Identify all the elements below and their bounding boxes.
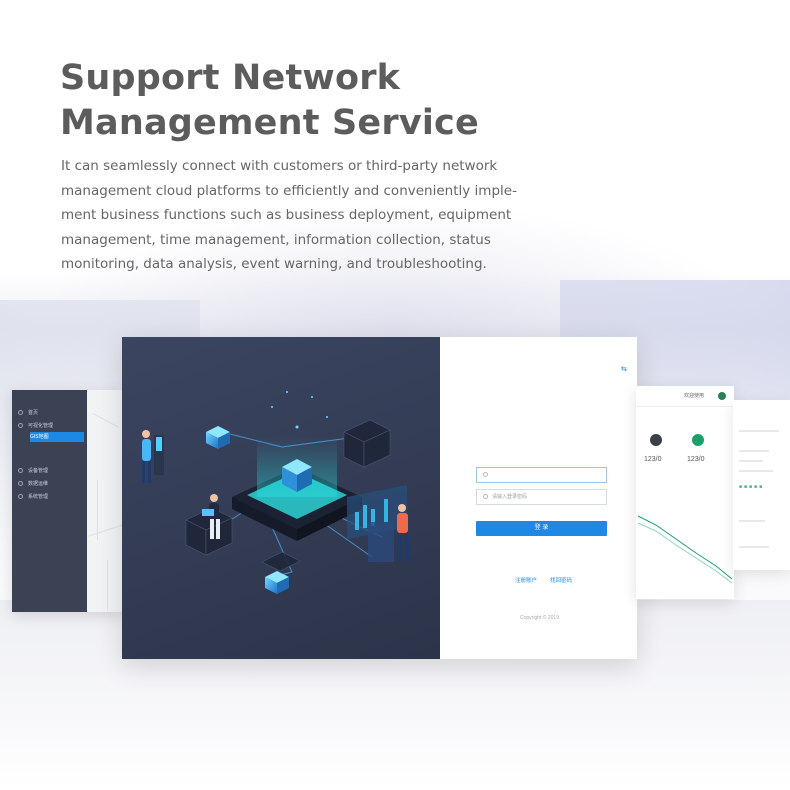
sidebar-item-gis[interactable]: GIS地图 xyxy=(30,432,84,442)
network-illustration xyxy=(122,337,440,659)
sidebar-item-home[interactable]: 首页 xyxy=(18,408,84,418)
placeholder-line xyxy=(739,430,779,432)
person-figure-center xyxy=(202,494,220,539)
gear-icon xyxy=(18,494,23,500)
map-road xyxy=(107,560,108,610)
trend-line-1 xyxy=(637,515,733,580)
copyright-text: Copyright © 2019 xyxy=(520,615,559,621)
left-screen-panel: 首页 可视化管理 GIS地图 设备管理 数据运维 系统管理 xyxy=(12,390,124,612)
dashboard-header-label: 欢迎使用 xyxy=(684,393,705,399)
eye-icon xyxy=(18,423,23,429)
sidebar: 首页 可视化管理 GIS地图 设备管理 数据运维 系统管理 xyxy=(12,390,87,612)
username-field[interactable] xyxy=(476,467,607,483)
trend-line-2 xyxy=(637,522,733,584)
lock-icon xyxy=(483,494,488,500)
chart-icon xyxy=(18,481,23,487)
placeholder-line xyxy=(739,470,773,472)
language-icon[interactable]: ⇆ xyxy=(621,366,627,373)
gis-map[interactable] xyxy=(87,390,124,612)
placeholder-line xyxy=(739,546,769,548)
title-line-1: Support Network xyxy=(60,58,401,98)
device-stat-icon xyxy=(650,434,662,446)
login-form: ⇆ 请输入登录密码 登 录 注册账户 找回密码 Copyright © 2019 xyxy=(440,337,637,659)
person-figure-right xyxy=(368,504,409,562)
stat-value-2: 123/0 xyxy=(687,456,705,463)
sidebar-item-ops[interactable]: 数据运维 xyxy=(18,479,84,489)
page-description: It can seamlessly connect with customers… xyxy=(61,158,517,272)
right-screen-panel: 欢迎使用 123/0 123/0 xyxy=(636,386,734,599)
user-icon xyxy=(483,472,488,478)
person-figure-left xyxy=(142,430,164,483)
placeholder-line xyxy=(739,460,763,462)
map-road xyxy=(87,524,124,537)
title-line-2: Management Service xyxy=(60,103,479,143)
online-stat-icon xyxy=(692,434,704,446)
avatar[interactable] xyxy=(718,392,726,400)
far-right-screen-panel: ■■■■■ xyxy=(733,400,790,570)
map-road xyxy=(92,413,120,428)
register-link[interactable]: 注册账户 xyxy=(515,578,538,584)
login-button[interactable]: 登 录 xyxy=(476,521,607,536)
page-title: Support Network Management Service xyxy=(60,56,580,146)
placeholder-line xyxy=(739,520,765,522)
home-icon xyxy=(18,410,23,416)
sidebar-item-system[interactable]: 系统管理 xyxy=(18,492,84,502)
forgot-password-link[interactable]: 找回密码 xyxy=(550,578,573,584)
placeholder-line xyxy=(739,450,769,452)
login-window: ⇆ 请输入登录密码 登 录 注册账户 找回密码 Copyright © 2019 xyxy=(122,337,637,659)
divider xyxy=(636,406,734,407)
map-road xyxy=(97,480,98,540)
status-dots: ■■■■■ xyxy=(739,484,765,490)
password-field[interactable]: 请输入登录密码 xyxy=(476,489,607,505)
device-icon xyxy=(18,468,23,474)
stat-value-1: 123/0 xyxy=(644,456,662,463)
sidebar-item-visual[interactable]: 可视化管理 xyxy=(18,421,84,431)
trend-chart xyxy=(637,515,733,584)
sidebar-item-devices[interactable]: 设备管理 xyxy=(18,466,84,476)
isometric-network-graphic xyxy=(142,391,409,594)
